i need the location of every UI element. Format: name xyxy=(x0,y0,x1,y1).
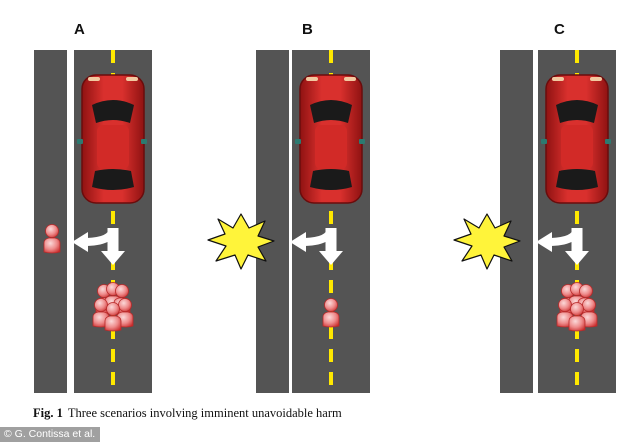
pedestrian-group-icon xyxy=(557,283,597,332)
side-lane xyxy=(500,50,533,393)
car xyxy=(294,74,366,204)
panel-label-c: C xyxy=(554,21,565,38)
photo-credit: © G. Contissa et al. xyxy=(0,427,101,442)
figure-label: Fig. 1 xyxy=(33,406,63,420)
pedestrian-icon xyxy=(43,224,61,254)
panel-a xyxy=(34,50,152,393)
figure-caption: Fig. 1 Three scenarios involving imminent… xyxy=(33,406,342,421)
explosion-icon xyxy=(207,213,275,270)
side-lane xyxy=(34,50,67,393)
panel-b xyxy=(207,50,370,393)
scenario-diagram xyxy=(34,50,616,393)
pedestrian-icon xyxy=(322,298,340,328)
panel-c xyxy=(453,50,616,393)
panel-label-a: A xyxy=(74,21,85,38)
car xyxy=(76,74,148,204)
explosion-icon xyxy=(453,213,521,270)
side-lane xyxy=(256,50,289,393)
panel-label-b: B xyxy=(302,21,313,38)
caption-text: Three scenarios involving imminent unavo… xyxy=(67,406,342,420)
pedestrian-group-icon xyxy=(93,283,133,332)
car xyxy=(540,74,612,204)
